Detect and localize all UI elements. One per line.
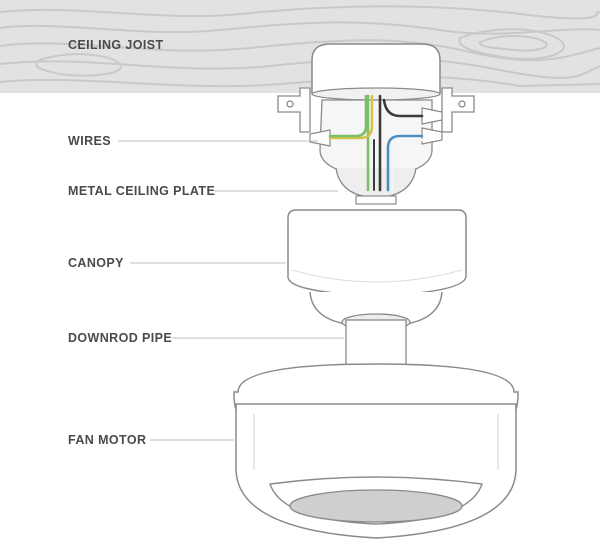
fan-motor xyxy=(233,363,519,539)
junction-box xyxy=(311,43,441,101)
label-wires: WIRES xyxy=(68,134,111,148)
canopy xyxy=(287,209,467,325)
mounting-bracket xyxy=(277,87,475,133)
label-canopy: CANOPY xyxy=(68,256,124,270)
leader-lines xyxy=(118,140,344,441)
label-ceiling-joist: CEILING JOIST xyxy=(68,38,164,52)
ceiling-joist xyxy=(0,0,600,93)
metal-ceiling-plate xyxy=(319,99,433,205)
label-fan-motor: FAN MOTOR xyxy=(68,433,147,447)
wires xyxy=(328,94,424,192)
label-metal-ceiling-plate: METAL CEILING PLATE xyxy=(68,184,216,198)
wire-nuts xyxy=(309,107,443,147)
downrod-pipe xyxy=(341,313,411,367)
label-downrod-pipe: DOWNROD PIPE xyxy=(68,331,173,345)
